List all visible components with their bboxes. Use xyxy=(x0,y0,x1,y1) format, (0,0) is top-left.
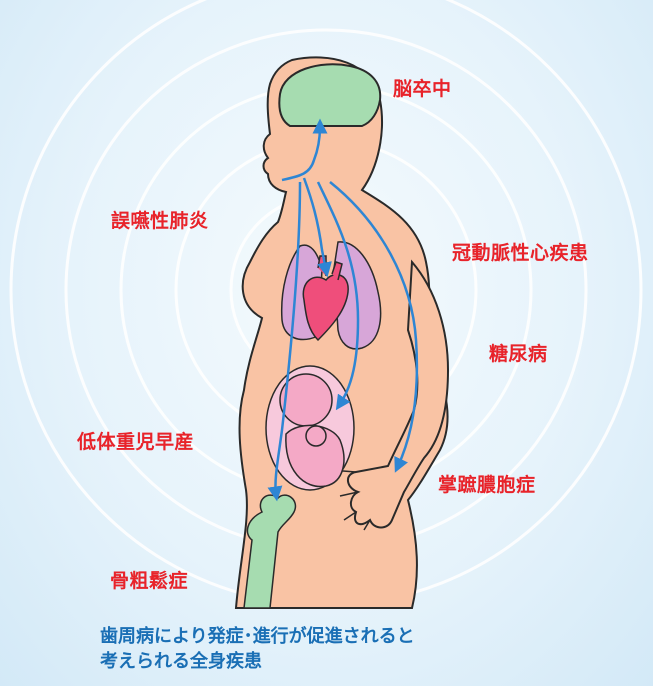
caption-line-2: 考えられる全身疾患 xyxy=(100,651,262,672)
caption: 歯周病により発症･進行が促進されると 考えられる全身疾患 xyxy=(100,624,415,674)
fetus xyxy=(279,373,345,488)
arm xyxy=(347,259,450,529)
heart xyxy=(302,273,349,342)
caption-line-1: 歯周病により発症･進行が促進されると xyxy=(100,626,415,647)
brain xyxy=(278,63,382,127)
label-osteoporosis: 骨粗鬆症 xyxy=(110,570,189,592)
pathway-arrows xyxy=(267,118,419,502)
label-diabetes: 糖尿病 xyxy=(489,343,548,365)
hand-fingers xyxy=(329,469,371,531)
label-low-birth-weight: 低体重児早産 xyxy=(77,431,195,453)
label-aspiration-pneumonia: 誤嚥性肺炎 xyxy=(111,210,209,232)
label-stroke: 脳卒中 xyxy=(393,78,452,100)
label-coronary-heart-disease: 冠動脈性心疾患 xyxy=(452,242,589,264)
label-palmoplantar-pustulosis: 掌蹠膿胞症 xyxy=(438,474,536,496)
